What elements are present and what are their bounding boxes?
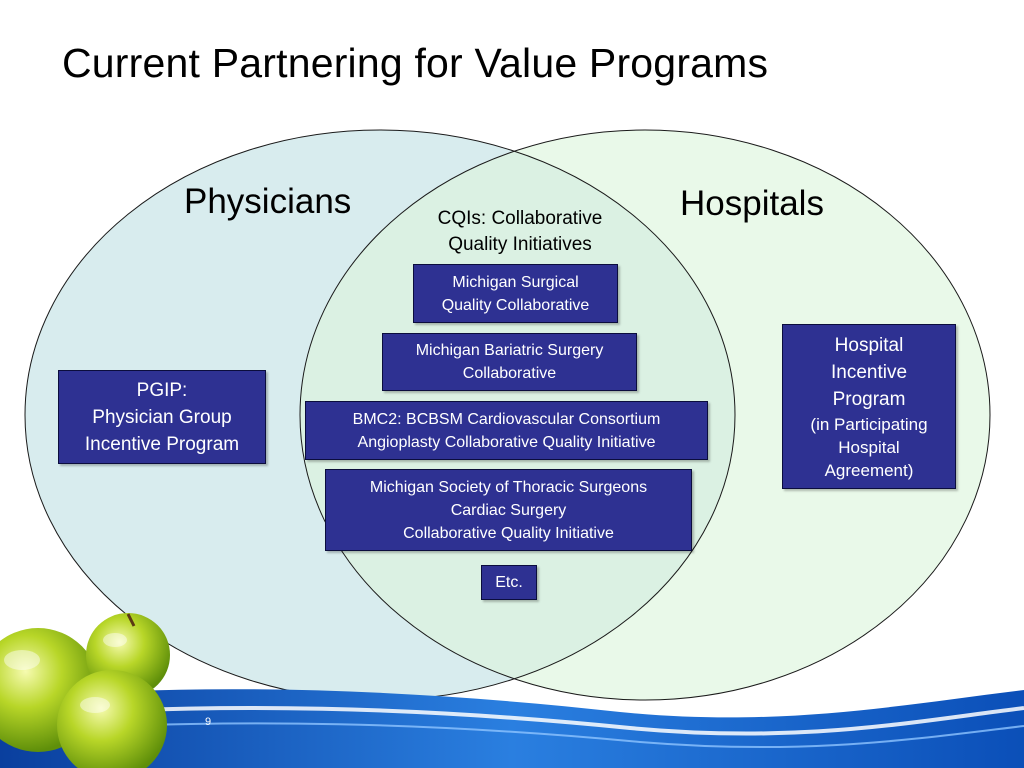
pgip-box: PGIP: Physician Group Incentive Program	[58, 370, 266, 464]
page-number: 9	[205, 716, 212, 728]
michigan-surgical-box: Michigan Surgical Quality Collaborative	[413, 264, 618, 323]
hospital-incentive-box: Hospital Incentive Program (in Participa…	[782, 324, 956, 489]
hospitals-label: Hospitals	[680, 184, 824, 223]
cqi-heading: CQIs: Collaborative Quality Initiatives	[437, 208, 603, 255]
etc-box: Etc.	[481, 565, 537, 600]
footer-wave	[0, 689, 1024, 768]
physicians-label: Physicians	[184, 182, 352, 221]
bmc2-box: BMC2: BCBSM Cardiovascular Consortium An…	[305, 401, 708, 460]
thoracic-surgeons-box: Michigan Society of Thoracic Surgeons Ca…	[325, 469, 692, 551]
michigan-bariatric-box: Michigan Bariatric Surgery Collaborative	[382, 333, 637, 391]
green-apple-icon	[0, 613, 170, 768]
page-title: Current Partnering for Value Programs	[62, 40, 769, 86]
